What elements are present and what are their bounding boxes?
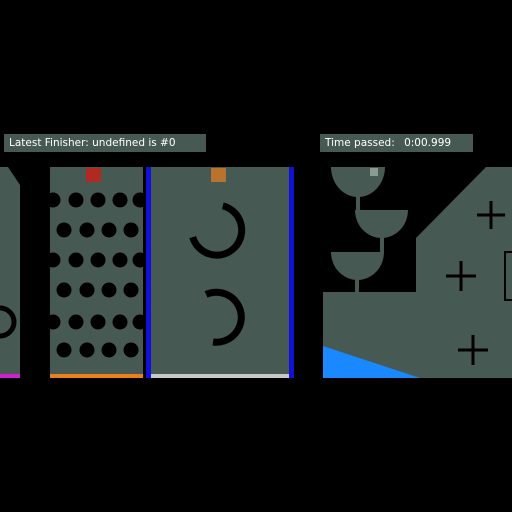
spinner-wall-right <box>289 167 294 378</box>
peg <box>50 252 61 268</box>
peg <box>56 282 72 298</box>
peg <box>50 314 61 330</box>
peg-column <box>50 167 143 378</box>
peg <box>101 222 117 238</box>
peg <box>79 282 95 298</box>
spinner-column-panel <box>146 167 293 378</box>
peg <box>123 342 139 358</box>
peg <box>68 314 84 330</box>
peg <box>68 252 84 268</box>
left-floor-magenta <box>0 374 20 378</box>
peg <box>90 192 106 208</box>
spinner-column <box>146 167 294 378</box>
cross-obstacle-2 <box>446 261 476 291</box>
funnel-area-panel <box>323 167 512 378</box>
peg <box>132 314 143 330</box>
spinner-ring-top <box>189 202 246 259</box>
left-column-panel <box>0 167 20 375</box>
spinner-floor-silver <box>151 374 289 378</box>
peg <box>50 192 61 208</box>
left-column <box>0 167 20 378</box>
funnel-cup-3 <box>331 252 384 280</box>
funnel-cup-2 <box>355 210 408 238</box>
spinner-wall-left <box>146 167 151 378</box>
peg <box>101 282 117 298</box>
peg <box>112 314 128 330</box>
peg <box>112 192 128 208</box>
peg <box>132 192 143 208</box>
peg <box>132 252 143 268</box>
ramp-blue <box>323 346 420 378</box>
marble-orange <box>211 168 226 182</box>
peg-grid <box>50 192 143 358</box>
peg <box>56 222 72 238</box>
peg <box>90 314 106 330</box>
bracket-obstacle <box>504 251 512 301</box>
peg <box>112 252 128 268</box>
latest-finisher-label: Latest Finisher: <box>9 137 89 149</box>
marble-red <box>86 168 101 182</box>
latest-finisher-box: Latest Finisher: undefined is #0 <box>4 134 206 152</box>
marble-gray <box>370 168 378 176</box>
cross-obstacle-1 <box>477 201 505 229</box>
funnel-stem-2 <box>380 236 384 252</box>
peg <box>123 282 139 298</box>
time-passed-label: Time passed: <box>325 137 395 149</box>
peg-column-floor-orange <box>50 374 143 378</box>
peg <box>90 252 106 268</box>
time-passed-value: 0:00.999 <box>404 137 452 149</box>
funnel-stem-3 <box>355 279 359 293</box>
peg <box>79 222 95 238</box>
cross-obstacle-3 <box>458 335 488 365</box>
funnel-stem-1 <box>356 194 360 210</box>
latest-finisher-value: undefined is #0 <box>92 137 176 149</box>
left-ring-fragment <box>0 305 17 339</box>
peg <box>101 342 117 358</box>
peg <box>79 342 95 358</box>
spinner-ring-bottom <box>204 288 245 346</box>
peg <box>68 192 84 208</box>
peg <box>56 342 72 358</box>
peg <box>123 222 139 238</box>
funnel-area <box>323 167 512 378</box>
time-passed-box: Time passed: 0:00.999 <box>320 134 473 152</box>
